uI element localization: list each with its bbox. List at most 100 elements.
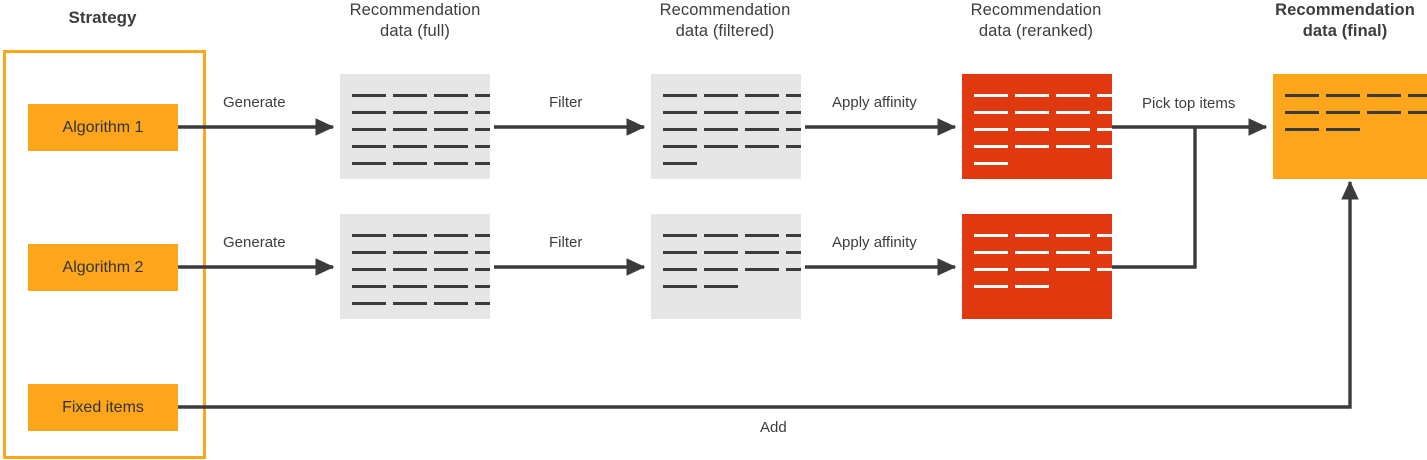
data-mark (434, 162, 468, 165)
data-mark (1015, 145, 1049, 148)
column-header-reranked-line2: data (reranked) (978, 22, 1094, 40)
data-mark (1285, 128, 1319, 131)
strategy-item-fixed-items-label: Fixed items (62, 398, 144, 416)
data-mark (1408, 111, 1427, 114)
data-mark (704, 94, 738, 97)
data-mark (475, 268, 490, 271)
data-box-full-row2 (340, 214, 490, 319)
data-mark (352, 302, 386, 305)
data-mark (974, 94, 1008, 97)
column-header-final-line2: data (final) (1302, 22, 1388, 40)
data-mark (1097, 234, 1112, 237)
data-mark (663, 94, 697, 97)
data-mark (475, 162, 490, 165)
data-mark (1056, 128, 1090, 131)
data-mark (745, 128, 779, 131)
data-mark (786, 234, 801, 237)
data-mark (1015, 251, 1049, 254)
data-mark (1408, 94, 1427, 97)
data-box-filtered-row2 (651, 214, 801, 319)
data-mark (704, 268, 738, 271)
data-mark (663, 111, 697, 114)
data-mark (475, 234, 490, 237)
edge-label-generate-row2: Generate (223, 234, 286, 251)
data-mark (1015, 94, 1049, 97)
data-mark (704, 128, 738, 131)
data-mark (1056, 234, 1090, 237)
data-mark (475, 285, 490, 288)
column-header-final-line1: Recommendation (1275, 1, 1415, 19)
data-mark (434, 285, 468, 288)
column-header-full-line1: Recommendation (349, 1, 481, 19)
data-mark (434, 111, 468, 114)
data-mark (352, 111, 386, 114)
data-mark (475, 302, 490, 305)
data-mark (1326, 128, 1360, 131)
data-mark (1056, 111, 1090, 114)
data-mark (663, 162, 697, 165)
data-mark (1285, 94, 1319, 97)
data-mark (974, 234, 1008, 237)
data-mark (434, 234, 468, 237)
data-mark (704, 285, 738, 288)
data-mark (663, 268, 697, 271)
data-mark (393, 268, 427, 271)
edge-label-filter-row1: Filter (549, 94, 583, 111)
data-mark (1056, 145, 1090, 148)
data-mark (974, 128, 1008, 131)
data-mark (1326, 111, 1360, 114)
data-box-filtered-row1 (651, 74, 801, 179)
data-mark (1056, 94, 1090, 97)
strategy-item-algorithm-1-label: Algorithm 1 (62, 118, 144, 136)
data-mark (393, 128, 427, 131)
strategy-item-algorithm-2[interactable]: Algorithm 2 (28, 244, 178, 291)
data-mark (704, 111, 738, 114)
edge-label-pick-top-items: Pick top items (1142, 95, 1236, 112)
edge-label-apply-affinity-row2: Apply affinity (832, 234, 917, 251)
data-mark (745, 234, 779, 237)
data-mark (352, 268, 386, 271)
data-mark (663, 251, 697, 254)
data-mark (475, 111, 490, 114)
data-mark (1367, 94, 1401, 97)
data-mark (434, 302, 468, 305)
data-mark (1097, 145, 1112, 148)
data-mark (1097, 128, 1112, 131)
data-mark (393, 94, 427, 97)
data-mark (786, 251, 801, 254)
strategy-item-algorithm-1[interactable]: Algorithm 1 (28, 104, 178, 151)
data-mark (745, 94, 779, 97)
data-mark (393, 234, 427, 237)
data-mark (352, 285, 386, 288)
strategy-item-fixed-items[interactable]: Fixed items (28, 384, 178, 431)
data-mark (1015, 234, 1049, 237)
data-mark (1015, 285, 1049, 288)
data-mark (434, 145, 468, 148)
data-mark (1097, 251, 1112, 254)
data-mark (352, 162, 386, 165)
data-mark (393, 285, 427, 288)
column-header-full: Recommendation data (full) (325, 0, 505, 42)
data-mark (786, 94, 801, 97)
data-mark (1097, 111, 1112, 114)
data-mark (663, 234, 697, 237)
edge-label-apply-affinity-row1: Apply affinity (832, 94, 917, 111)
data-mark (352, 94, 386, 97)
column-header-reranked: Recommendation data (reranked) (946, 0, 1126, 42)
column-header-filtered-line1: Recommendation (659, 1, 791, 19)
column-header-final: Recommendation data (final) (1255, 0, 1427, 42)
data-mark (745, 111, 779, 114)
data-mark (475, 145, 490, 148)
data-box-reranked-row2 (962, 214, 1112, 319)
data-mark (974, 162, 1008, 165)
data-box-reranked-row1 (962, 74, 1112, 179)
data-mark (434, 94, 468, 97)
data-mark (434, 128, 468, 131)
data-mark (786, 128, 801, 131)
data-mark (663, 145, 697, 148)
data-mark (974, 251, 1008, 254)
data-mark (1015, 268, 1049, 271)
data-mark (1285, 111, 1319, 114)
data-mark (352, 251, 386, 254)
